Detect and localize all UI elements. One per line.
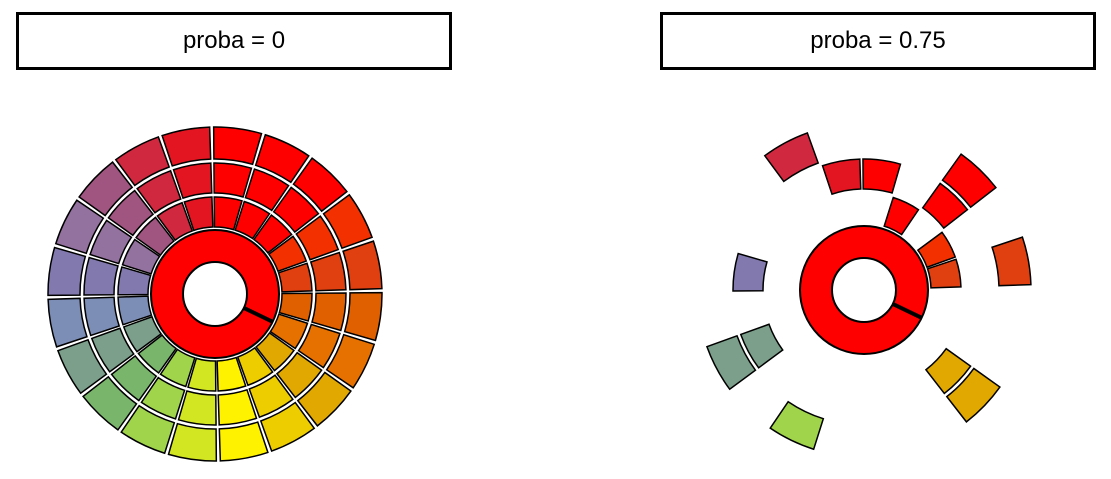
inner-ring-divider <box>242 306 274 324</box>
segment-8-ring-2 <box>56 338 108 395</box>
segment-19-ring-2 <box>342 240 383 291</box>
segment-14-ring-2 <box>161 126 212 167</box>
segment-8-ring-1 <box>739 323 784 369</box>
segment-2-ring-1 <box>275 351 323 399</box>
segment-2-ring-2 <box>945 367 1001 423</box>
segment-6-ring-2 <box>120 404 176 455</box>
segment-10-ring-0 <box>117 266 152 296</box>
segment-14-ring-1 <box>172 162 213 200</box>
segment-10-ring-2 <box>47 246 87 297</box>
segment-14-ring-0 <box>183 196 214 232</box>
segment-12-ring-0 <box>135 216 175 257</box>
segment-5-ring-1 <box>177 390 217 426</box>
segment-14-ring-1 <box>821 158 862 196</box>
segment-18-ring-0 <box>267 235 308 273</box>
segment-16-ring-1 <box>244 168 290 212</box>
segment-6-ring-0 <box>159 348 196 388</box>
right-panel-title: proba = 0.75 <box>660 12 1096 70</box>
segment-2-ring-2 <box>296 371 352 427</box>
segment-1-ring-2 <box>325 333 376 389</box>
segment-19-ring-0 <box>277 262 313 293</box>
segment-19-ring-0 <box>926 258 962 289</box>
inner-ring <box>149 229 281 359</box>
segment-10-ring-1 <box>83 256 119 296</box>
segment-9-ring-2 <box>47 297 88 348</box>
segment-13-ring-1 <box>136 169 182 214</box>
segment-3-ring-2 <box>259 401 316 453</box>
segment-17-ring-2 <box>292 157 348 213</box>
segment-10-ring-1 <box>732 252 768 292</box>
segment-13-ring-2 <box>114 135 171 187</box>
segment-12-ring-2 <box>78 161 134 217</box>
segment-15-ring-0 <box>213 196 243 231</box>
inner-ring-divider <box>891 302 923 320</box>
segment-19-ring-1 <box>309 251 347 292</box>
segment-2-ring-0 <box>255 331 295 372</box>
segment-15-ring-1 <box>213 162 253 198</box>
segment-17-ring-0 <box>252 214 293 254</box>
segment-11-ring-1 <box>89 219 133 265</box>
inner-ring <box>798 225 930 355</box>
segment-1-ring-0 <box>269 313 309 350</box>
segment-0-ring-0 <box>278 292 313 322</box>
segment-18-ring-0 <box>916 231 957 269</box>
segment-9-ring-1 <box>83 296 121 337</box>
segment-16-ring-0 <box>883 196 920 236</box>
segment-19-ring-2 <box>991 236 1032 287</box>
segment-3-ring-1 <box>248 374 294 419</box>
right-sunburst <box>705 131 1032 451</box>
segment-13-ring-0 <box>156 201 194 242</box>
segment-17-ring-1 <box>921 182 969 230</box>
segment-16-ring-0 <box>234 200 271 240</box>
segment-7-ring-2 <box>82 375 138 431</box>
left-panel-title: proba = 0 <box>16 12 452 70</box>
segment-0-ring-1 <box>311 292 347 332</box>
segment-13-ring-2 <box>763 131 820 183</box>
segment-8-ring-1 <box>90 327 135 373</box>
segment-5-ring-2 <box>167 422 218 462</box>
segment-9-ring-0 <box>117 295 153 326</box>
segment-17-ring-2 <box>941 153 997 209</box>
segment-11-ring-0 <box>121 238 161 275</box>
segment-17-ring-1 <box>272 186 320 234</box>
segment-0-ring-2 <box>343 291 383 342</box>
segment-18-ring-2 <box>322 193 374 250</box>
segment-4-ring-0 <box>216 356 247 392</box>
segment-7-ring-1 <box>110 354 158 402</box>
segment-12-ring-1 <box>107 189 155 237</box>
segment-4-ring-2 <box>218 421 269 462</box>
segment-15-ring-2 <box>212 126 263 166</box>
segment-8-ring-2 <box>705 334 757 391</box>
segment-11-ring-2 <box>54 199 105 255</box>
segment-6-ring-1 <box>140 376 186 420</box>
segment-18-ring-1 <box>295 215 340 261</box>
segment-4-ring-1 <box>217 388 258 426</box>
segment-16-ring-2 <box>254 133 310 184</box>
segment-6-ring-2 <box>769 400 825 451</box>
segment-15-ring-1 <box>862 158 902 194</box>
segment-7-ring-0 <box>137 334 178 374</box>
segment-5-ring-0 <box>187 357 217 392</box>
left-sunburst <box>47 126 383 462</box>
segment-3-ring-0 <box>236 346 274 387</box>
segment-8-ring-0 <box>122 315 163 353</box>
segment-1-ring-1 <box>297 323 341 369</box>
segment-2-ring-1 <box>924 347 972 395</box>
